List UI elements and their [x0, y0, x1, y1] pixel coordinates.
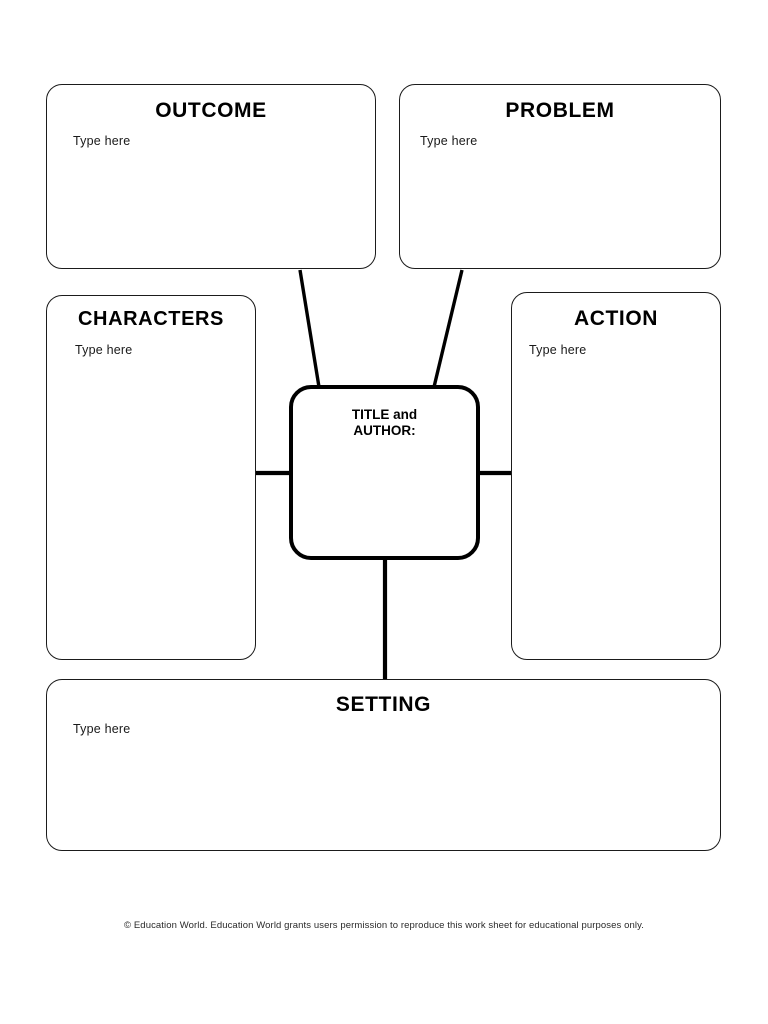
box-outcome-placeholder[interactable]: Type here — [73, 134, 131, 148]
box-characters-placeholder[interactable]: Type here — [75, 343, 133, 357]
box-problem[interactable]: PROBLEM Type here — [399, 84, 721, 269]
center-label-line2: AUTHOR: — [353, 422, 416, 438]
box-action-placeholder[interactable]: Type here — [529, 343, 587, 357]
center-label-line1: TITLE and — [351, 407, 418, 422]
connector-problem-to-center — [432, 269, 464, 388]
box-setting-placeholder[interactable]: Type here — [73, 722, 131, 736]
box-characters[interactable]: CHARACTERS Type here — [46, 295, 256, 660]
box-outcome[interactable]: OUTCOME Type here — [46, 84, 376, 269]
box-problem-placeholder[interactable]: Type here — [420, 134, 478, 148]
box-action[interactable]: ACTION Type here — [511, 292, 721, 660]
box-setting-title: SETTING — [335, 693, 432, 716]
footer-credit: © Education World. Education World grant… — [124, 920, 644, 931]
box-outcome-title: OUTCOME — [155, 99, 267, 122]
box-title-and-author[interactable]: TITLE and AUTHOR: — [289, 385, 480, 560]
box-characters-title: CHARACTERS — [78, 308, 224, 330]
box-problem-title: PROBLEM — [505, 99, 615, 122]
box-setting[interactable]: SETTING Type here — [46, 679, 721, 851]
box-title-and-author-label: TITLE and AUTHOR: — [293, 407, 476, 439]
connector-outcome-to-center — [298, 269, 321, 388]
box-action-title: ACTION — [573, 307, 659, 330]
